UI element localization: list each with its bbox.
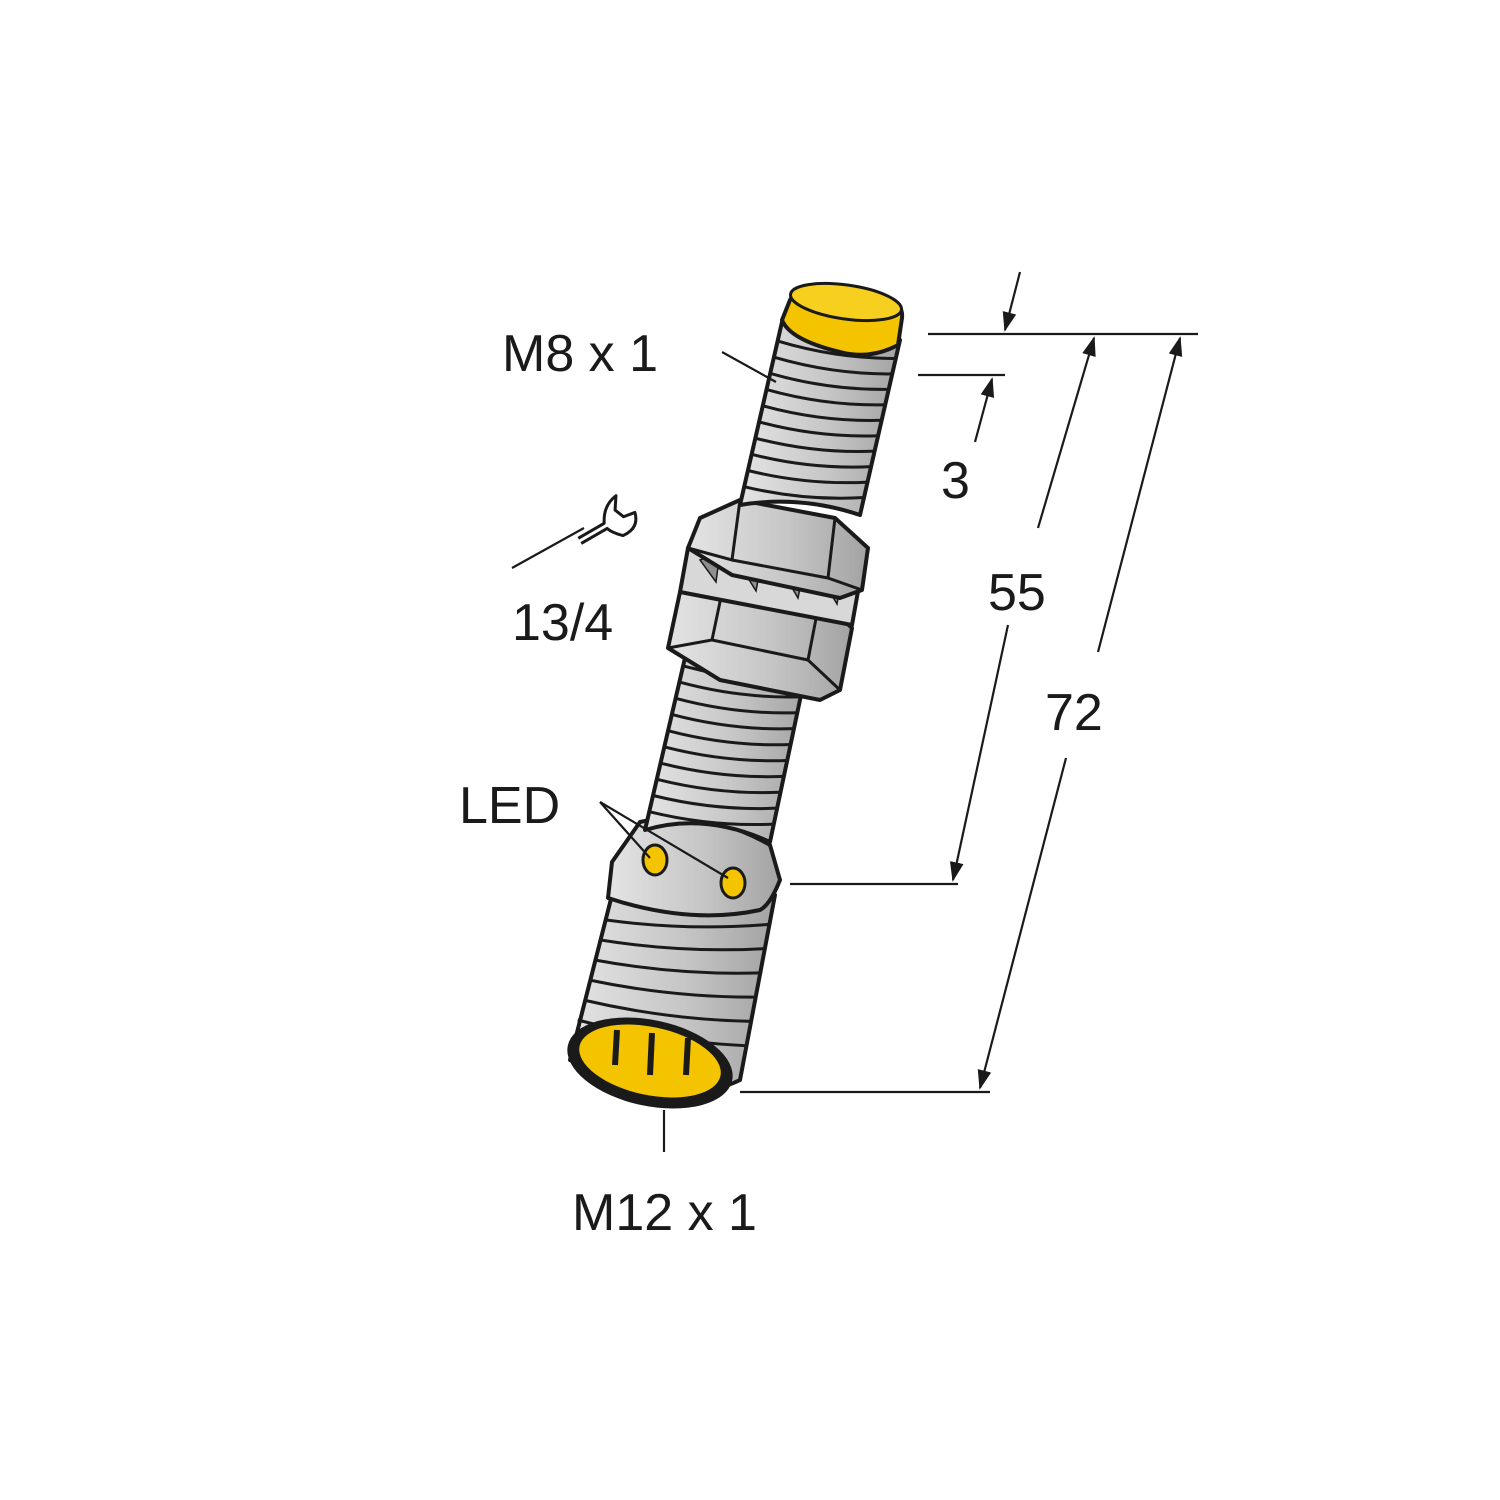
middle-thread-section <box>643 643 810 844</box>
thread-ridge <box>653 794 777 811</box>
thread-ridge <box>583 998 752 1023</box>
thread-ridge <box>766 388 886 407</box>
thread-ridge <box>649 810 774 827</box>
thread-ridge <box>676 697 798 715</box>
thread-ridge <box>744 485 865 500</box>
thread-length-label: 55 <box>988 564 1046 622</box>
thread-ridge <box>668 729 791 747</box>
thread-ridge <box>751 453 872 469</box>
thread-ridge <box>679 680 802 699</box>
thread-ridge <box>762 404 883 422</box>
thread-ridge <box>664 745 788 763</box>
led-collar <box>606 816 782 918</box>
wrench-size-label: 13/4 <box>512 594 613 652</box>
wrench-icon <box>577 494 638 545</box>
led-label: LED <box>459 777 560 835</box>
sensing-offset-label: 3 <box>941 452 970 510</box>
connector-face <box>567 1017 733 1109</box>
thread-ridge <box>660 761 784 779</box>
thread-ridge <box>748 469 869 485</box>
sensor-thread-label: M8 x 1 <box>502 325 658 383</box>
led-indicator-1 <box>641 843 669 877</box>
sensing-face <box>780 281 905 357</box>
dimension-lines <box>511 271 1198 1152</box>
upper-hex-nut <box>686 498 870 600</box>
thread-ridge <box>606 918 771 929</box>
sensing-thread-section <box>738 320 902 517</box>
thread-ridge <box>657 777 781 795</box>
thread-ridge <box>672 713 795 731</box>
thread-ridge <box>755 436 876 454</box>
sensor-body <box>567 281 905 1109</box>
thread-ridge <box>600 938 766 952</box>
led-indicator-2 <box>719 866 747 900</box>
connector-thread-label: M12 x 1 <box>572 1184 757 1242</box>
thread-ridge <box>774 355 893 376</box>
total-length-label: 72 <box>1045 684 1103 742</box>
thread-ridge <box>770 372 890 391</box>
thread-ridge <box>588 978 757 999</box>
thread-ridge <box>594 958 761 975</box>
thread-ridge <box>777 339 897 360</box>
thread-ridge <box>759 420 879 438</box>
